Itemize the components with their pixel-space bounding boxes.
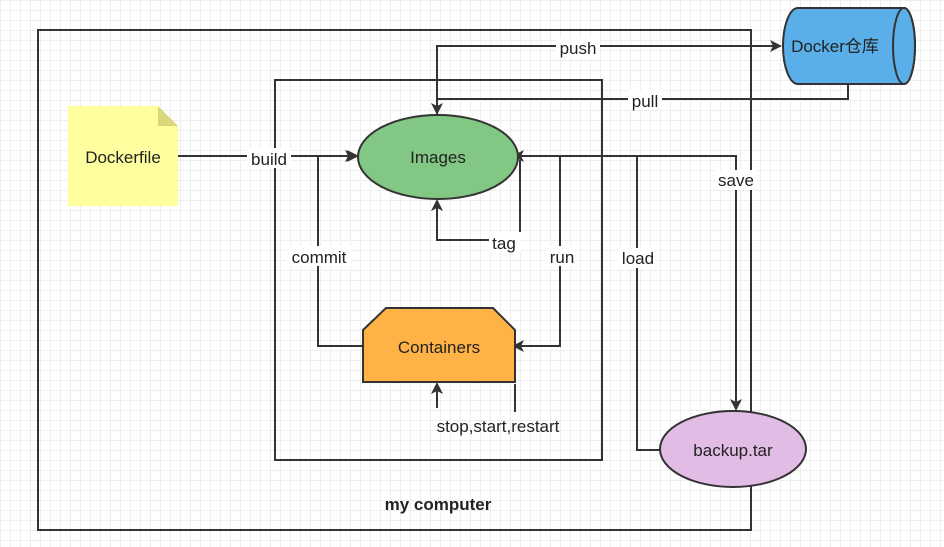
edge-label-commit: commit — [292, 248, 347, 267]
dockerfile-label: Dockerfile — [85, 148, 161, 167]
edge-label-build: build — [251, 150, 287, 169]
my-computer-label: my computer — [385, 495, 492, 514]
images-node: Images — [357, 114, 519, 200]
edge-label-pull: pull — [632, 92, 658, 111]
edge-label-stop-start-restart: stop,start,restart — [437, 417, 560, 436]
containers-node: Containers — [362, 307, 516, 383]
backup-node: backup.tar — [659, 410, 807, 488]
edge-label-run: run — [550, 248, 575, 267]
dockerfile-node: Dockerfile — [68, 106, 178, 206]
containers-label: Containers — [398, 338, 480, 357]
edge-run — [512, 156, 561, 352]
edge-load — [512, 150, 660, 451]
backup-label: backup.tar — [693, 441, 773, 460]
edge-label-push: push — [560, 39, 597, 58]
edge-label-load: load — [622, 249, 654, 268]
my-computer-frame — [37, 29, 752, 531]
edge-save — [520, 155, 742, 411]
docker-registry-node: Docker仓库 — [782, 7, 916, 85]
images-label: Images — [410, 148, 466, 167]
edge-push — [436, 40, 782, 115]
docker-registry-label: Docker仓库 — [791, 37, 879, 56]
docker-engine-frame — [274, 79, 603, 461]
edge-label-tag: tag — [492, 234, 516, 253]
edge-label-save: save — [718, 171, 754, 190]
edge-tag — [431, 160, 521, 241]
